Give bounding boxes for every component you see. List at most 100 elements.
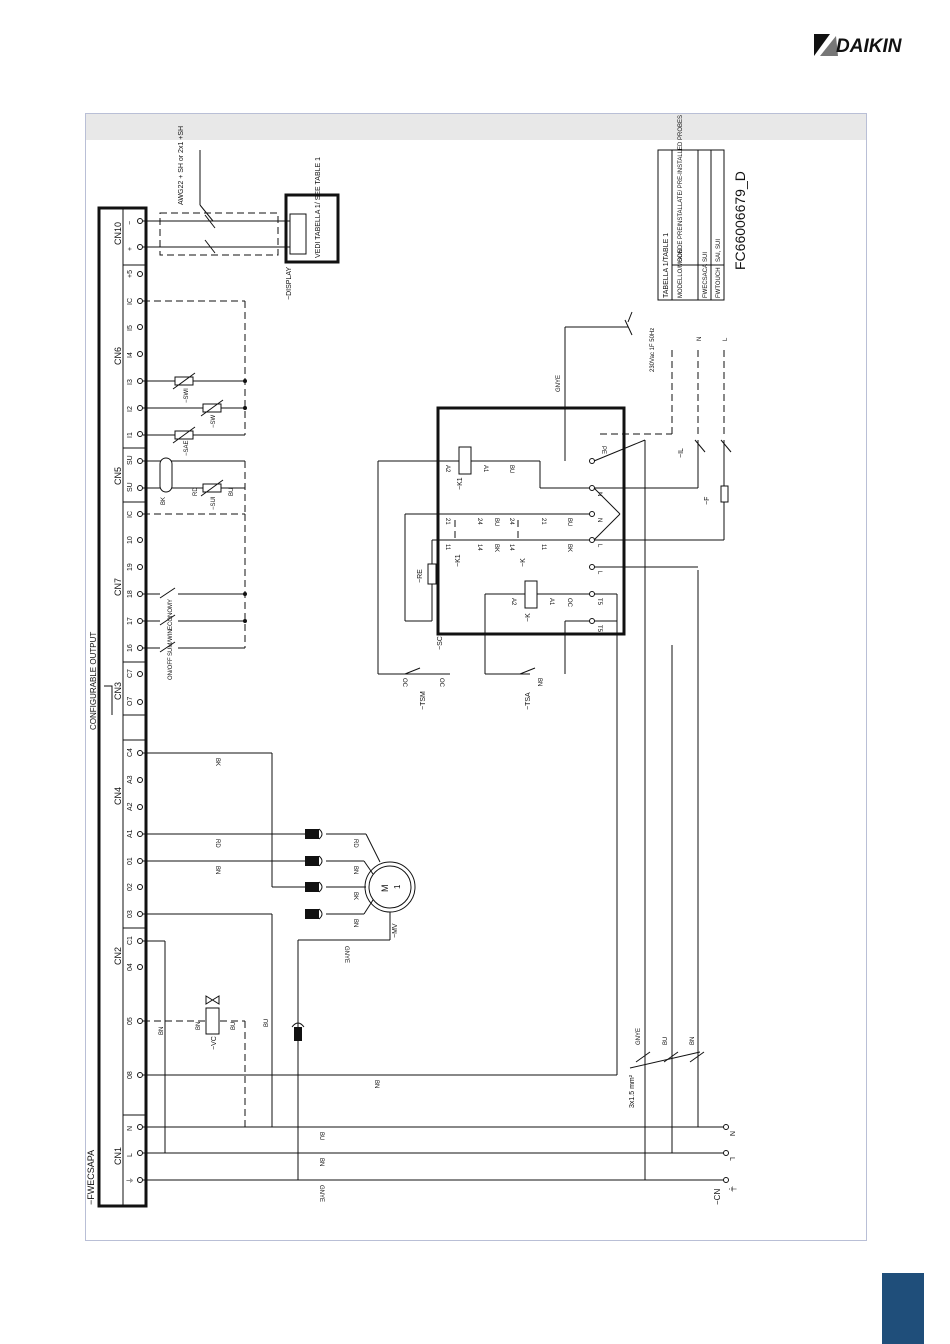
motor-icon bbox=[364, 861, 416, 913]
table-title: TABELLA 1/TABLE 1 bbox=[663, 233, 670, 298]
motor-symbol-1: 1 bbox=[393, 884, 402, 889]
pin-label: C4 bbox=[127, 748, 134, 757]
pin-label: 18 bbox=[127, 590, 134, 598]
cn1-label: CN1 bbox=[113, 1147, 123, 1165]
pin-label: L bbox=[127, 1153, 134, 1157]
pin-label: C7 bbox=[127, 669, 134, 678]
cn4-label: CN4 bbox=[113, 787, 123, 805]
terminal-n-label: N bbox=[728, 1131, 735, 1136]
wire-rd-label: RD bbox=[214, 839, 220, 848]
oc-label: OC bbox=[438, 678, 444, 688]
wire-gnye-label: GNYE bbox=[318, 1185, 324, 1202]
pin-label: O7 bbox=[127, 697, 134, 706]
wire-bk-label: BK bbox=[493, 544, 499, 552]
sc-label: −SC bbox=[437, 636, 444, 650]
wire-gnye-label: GNYE bbox=[636, 1028, 642, 1045]
cn5-label: CN5 bbox=[113, 467, 123, 485]
pin-label: − bbox=[127, 221, 134, 225]
probe-sae-label: −SAE bbox=[184, 440, 190, 456]
k-label: −K bbox=[525, 613, 532, 622]
cn6-probes: −SWI −SW −SAE bbox=[143, 300, 247, 456]
contact-14-label: 14 bbox=[476, 544, 482, 551]
pin-label: 04 bbox=[127, 963, 134, 971]
table-cell-model: FWTOUCH bbox=[716, 267, 722, 298]
pin-label: C1 bbox=[127, 936, 134, 945]
probe-sui-label: −SUI bbox=[211, 496, 217, 510]
display-label: −DISPLAY bbox=[286, 267, 293, 300]
wire-bu-label: BU bbox=[318, 1132, 324, 1140]
cn10-label: CN10 bbox=[113, 222, 123, 245]
contact-14-label: 14 bbox=[508, 544, 514, 551]
fuse-icon bbox=[720, 485, 729, 503]
pin-label: A1 bbox=[127, 829, 134, 838]
frame-header bbox=[86, 114, 866, 140]
pin-label: 17 bbox=[127, 617, 134, 625]
oc-label: OC bbox=[566, 598, 572, 608]
table-cell-probes: SUI bbox=[703, 252, 709, 262]
pin-label: 03 bbox=[127, 910, 134, 918]
pin-label: IC bbox=[127, 298, 134, 305]
pin-label: SU bbox=[127, 482, 134, 492]
f-label: −F bbox=[704, 497, 711, 505]
k1-label: −K1 bbox=[455, 554, 462, 567]
page-tab bbox=[882, 1273, 924, 1344]
cn2-label: CN2 bbox=[113, 947, 123, 965]
a1-label: A1 bbox=[548, 598, 554, 606]
cn7-inputs: ECONOMY SUM/WIN ON/OFF bbox=[143, 513, 247, 680]
wire-rd-label: RD bbox=[352, 839, 358, 848]
terminal-t5-label: T5 bbox=[596, 598, 602, 606]
wire-rd-label: RD bbox=[193, 487, 199, 496]
economy-label: ECONOMY bbox=[168, 599, 174, 630]
contact-11-label: 11 bbox=[540, 544, 546, 551]
wire-gnye-label: GNYE bbox=[556, 375, 562, 392]
table-cell-model: FWECSACA bbox=[703, 264, 709, 298]
logo-text: DAIKIN bbox=[836, 36, 903, 57]
il-label: −IL bbox=[678, 448, 685, 458]
pin-label: 02 bbox=[127, 883, 134, 891]
probe-table: TABELLA 1/TABLE 1 MODELLO/MODEL SONDE PR… bbox=[657, 115, 725, 301]
pin-label: ⏚ bbox=[126, 1177, 134, 1184]
diagram-frame bbox=[85, 113, 867, 1241]
pin-label: I4 bbox=[127, 352, 134, 358]
cn6-label: CN6 bbox=[113, 347, 123, 365]
wire-bu-label: BU bbox=[493, 518, 499, 526]
valve-icon bbox=[205, 1007, 220, 1035]
contact-24-label: 24 bbox=[508, 518, 514, 525]
pin-label: 08 bbox=[127, 1071, 134, 1079]
pin-label: 10 bbox=[127, 536, 134, 544]
wire-bk-label: BK bbox=[352, 892, 358, 900]
pin-label: A3 bbox=[127, 775, 134, 784]
k-label: −K bbox=[520, 558, 527, 567]
pin-label: +5 bbox=[127, 270, 134, 278]
wire-bn-label: BN bbox=[352, 919, 358, 927]
wire-bn-label: BN bbox=[214, 866, 220, 874]
display-box bbox=[284, 193, 340, 264]
table-header-model: MODELLO/MODEL bbox=[678, 245, 684, 298]
contact-21-label: 21 bbox=[540, 518, 546, 525]
pin-label: 05 bbox=[127, 1017, 134, 1025]
re-label: −RE bbox=[417, 569, 424, 583]
terminal-l-label: L bbox=[728, 1157, 735, 1161]
terminal-n-label: N bbox=[596, 518, 602, 522]
probe-swi-label: −SWI bbox=[184, 388, 190, 403]
valve-wiring: −VC BN BN BU BU BN bbox=[143, 940, 617, 1153]
k-coil-icon bbox=[524, 580, 538, 609]
configurable-output-label: CONFIGURABLE OUTPUT bbox=[89, 632, 98, 730]
relay-box bbox=[436, 406, 626, 636]
section-label: 3x1.5 mm² bbox=[629, 1074, 636, 1108]
pin-label: + bbox=[127, 247, 134, 251]
sum-win-label: SUM/WIN bbox=[168, 629, 174, 656]
terminal-n-label: N bbox=[596, 492, 602, 496]
wire-bn-label: BN bbox=[536, 678, 542, 686]
supply-label: 230Vac 1F 50Hz bbox=[650, 328, 656, 372]
wire-bu-label: BU bbox=[231, 1022, 237, 1030]
display-cable-label: AWG22 + SH or 2x1 +SH bbox=[178, 126, 185, 205]
pin-label: I1 bbox=[127, 432, 134, 438]
valve-label: −VC bbox=[211, 1036, 218, 1050]
wire-bn-label: BN bbox=[352, 866, 358, 874]
terminal-n-label: N bbox=[697, 337, 703, 341]
a2-label: A2 bbox=[510, 598, 516, 606]
display-see-table: VEDI TABELLA 1/ SEE TABLE 1 bbox=[315, 157, 322, 258]
pin-label: 01 bbox=[127, 857, 134, 865]
